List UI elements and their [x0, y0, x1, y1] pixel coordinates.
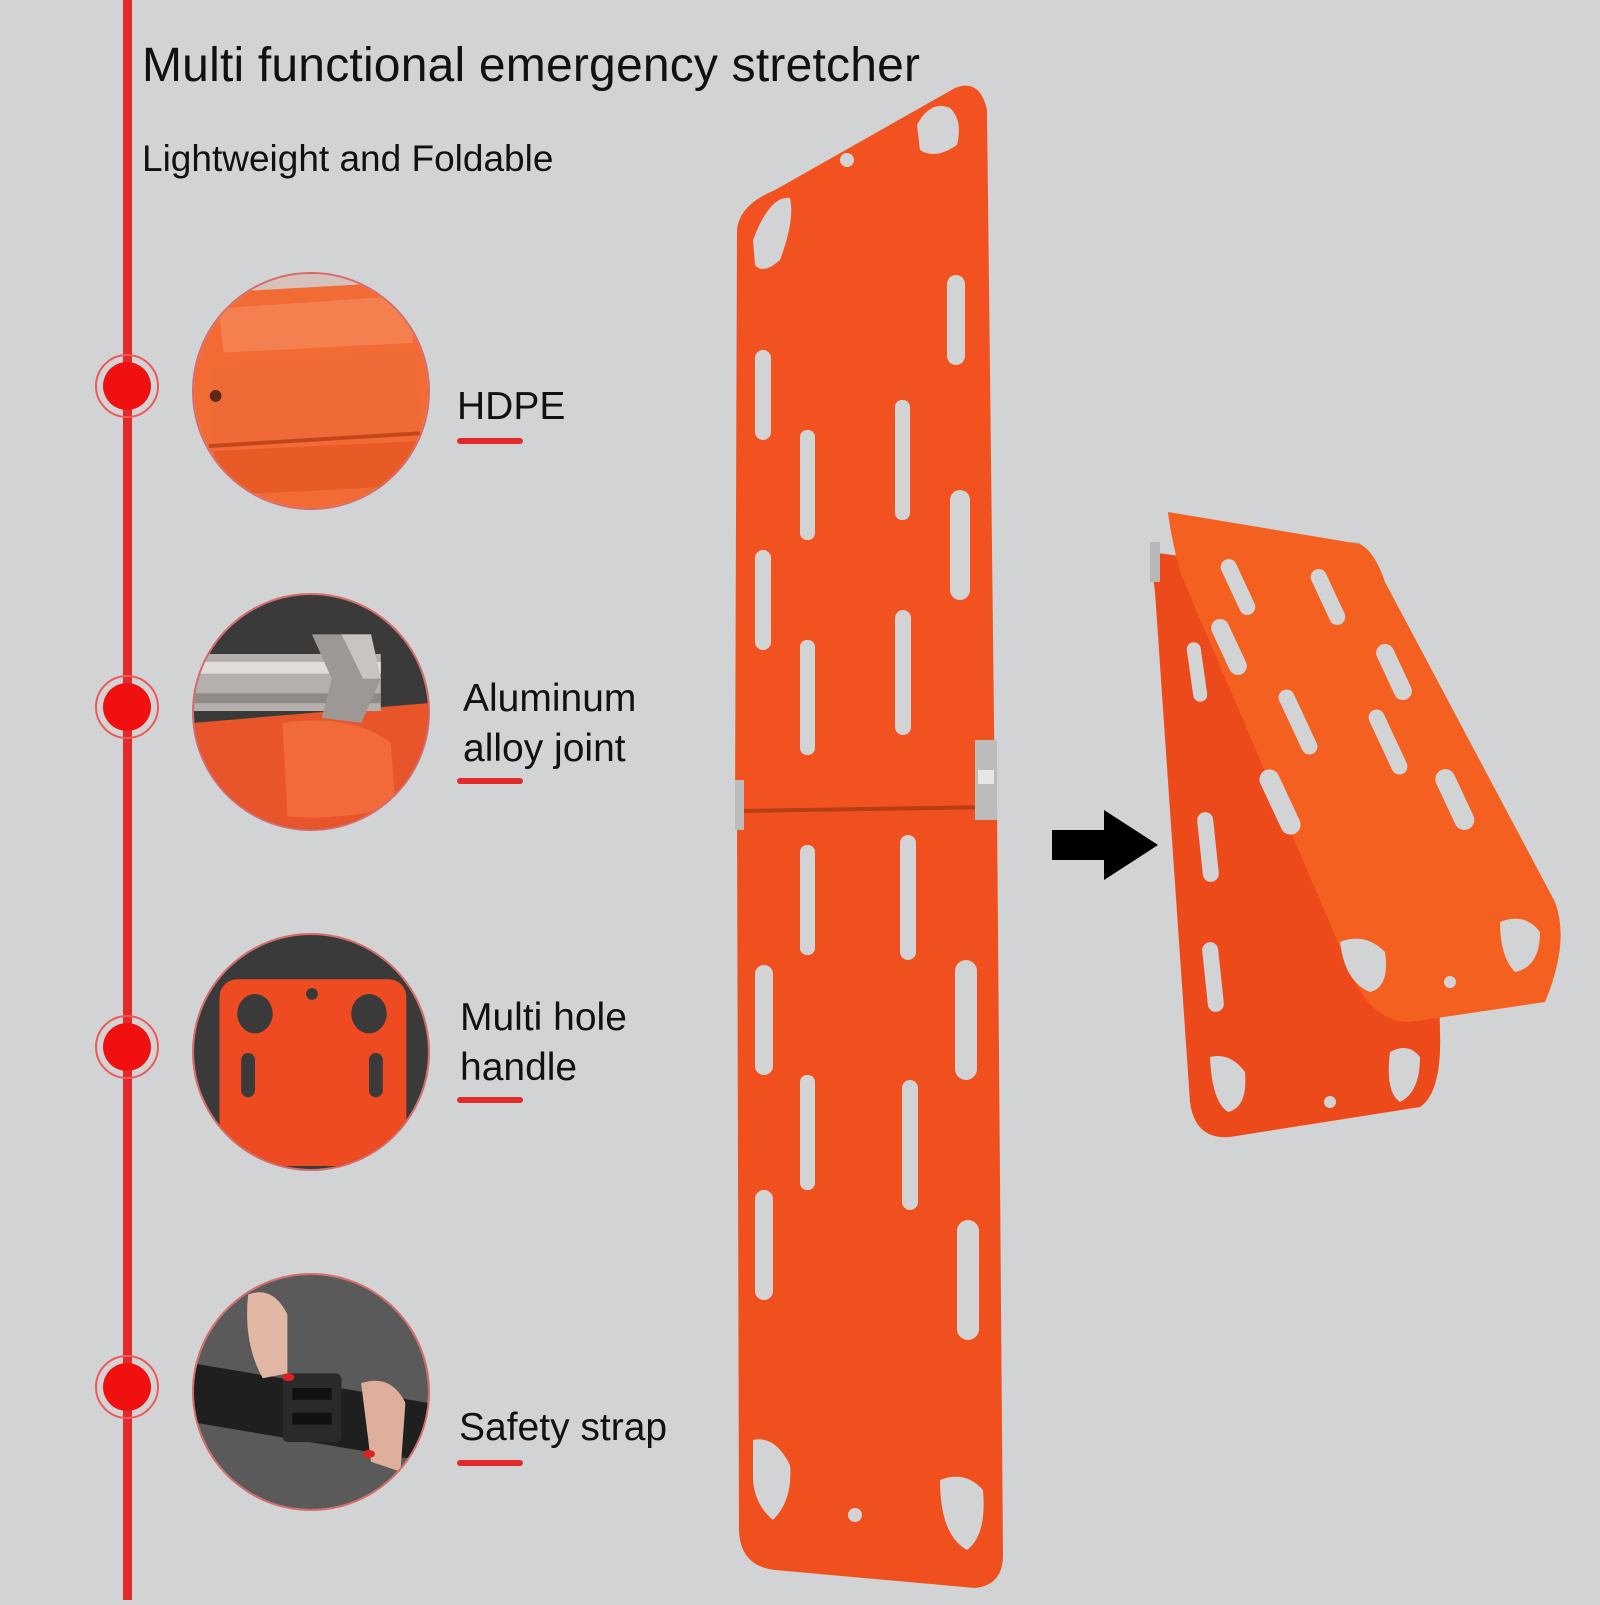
- page-subtitle: Lightweight and Foldable: [142, 138, 554, 179]
- timeline-dot-joint: [95, 675, 159, 739]
- page-title: Multi functional emergency stretcher: [142, 39, 921, 92]
- feature-underline-handle: [457, 1097, 523, 1103]
- arrow-right-icon: [1052, 810, 1158, 885]
- hdpe-material-icon: [192, 272, 430, 510]
- feature-underline-hdpe: [457, 438, 523, 444]
- feature-underline-strap: [457, 1460, 523, 1466]
- safety-strap-buckle-icon: [192, 1273, 430, 1511]
- timeline-dot-strap: [95, 1355, 159, 1419]
- feature-label-strap: Safety strap: [459, 1406, 668, 1449]
- timeline-line: [123, 0, 132, 1600]
- aluminum-joint-icon: [192, 593, 430, 831]
- stretcher-unfolded: [730, 80, 1035, 1605]
- feature-underline-joint: [457, 778, 523, 784]
- feature-label-handle: Multi hole handle: [460, 996, 627, 1089]
- stretcher-folded: [1150, 512, 1590, 1177]
- feature-label-joint: Aluminum alloy joint: [463, 677, 637, 770]
- timeline-dot-hdpe: [95, 354, 159, 418]
- feature-label-hdpe: HDPE: [457, 385, 566, 428]
- multi-hole-handle-icon: [192, 933, 430, 1171]
- timeline-dot-handle: [95, 1015, 159, 1079]
